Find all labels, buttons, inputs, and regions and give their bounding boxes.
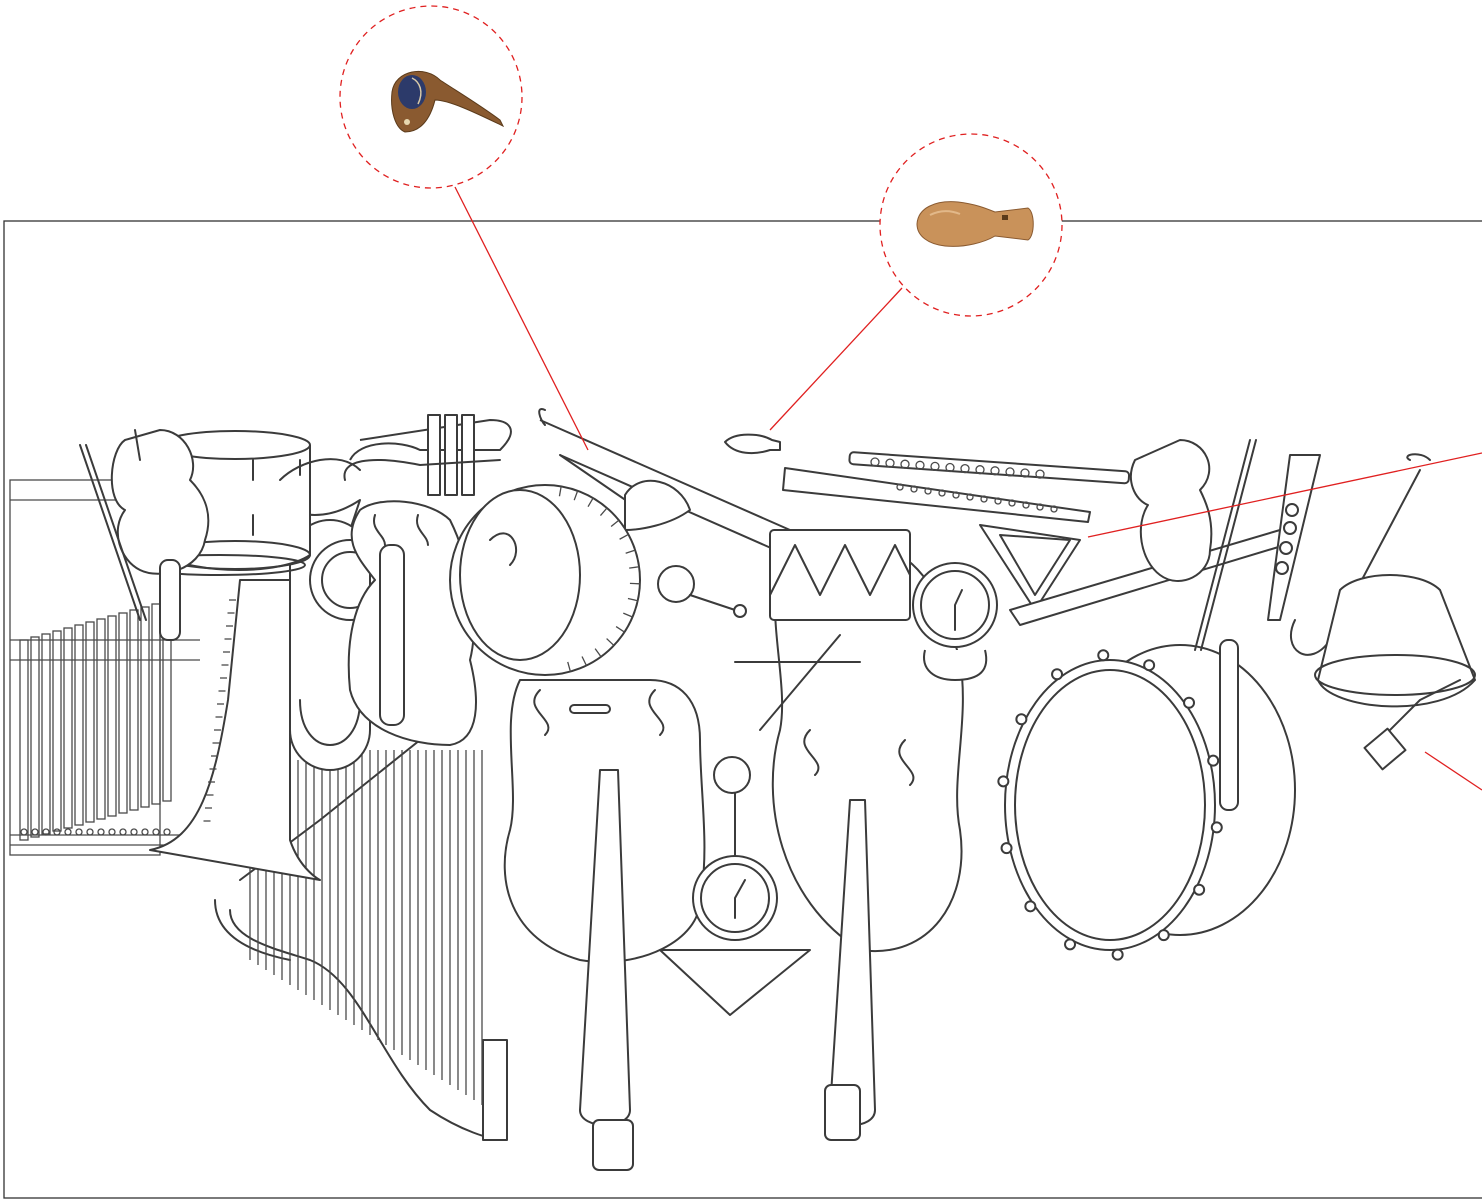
timpani	[1314, 574, 1476, 771]
wooden-instrument-part-icon	[391, 71, 505, 133]
gong	[449, 484, 641, 676]
callout-line-4	[1424, 751, 1482, 791]
xylophone	[9, 479, 200, 856]
cello-right	[771, 539, 964, 1141]
oboe	[1267, 454, 1321, 621]
double-bass	[503, 679, 706, 1171]
bass-drum	[997, 644, 1296, 961]
callout-line-1	[454, 186, 589, 451]
wooden-whistle-icon	[916, 201, 1034, 247]
trumpet	[343, 414, 512, 496]
harp	[214, 699, 508, 1141]
frame-border	[3, 220, 1482, 1199]
callout-wooden-part[interactable]	[339, 5, 523, 189]
clarinet	[782, 467, 1091, 523]
alarm-clock	[912, 562, 998, 681]
violin-right	[1129, 439, 1257, 811]
clock-center	[659, 756, 811, 1016]
maracas	[657, 565, 747, 618]
zigzag-drum	[734, 529, 911, 731]
cello-left	[347, 500, 477, 746]
ocarina	[724, 433, 781, 455]
callout-wooden-whistle[interactable]	[879, 133, 1063, 317]
violin-left	[79, 429, 210, 641]
callout-line-2	[769, 287, 903, 431]
flute	[848, 451, 1131, 485]
triangle	[979, 524, 1286, 626]
callout-line-3	[1087, 452, 1482, 538]
